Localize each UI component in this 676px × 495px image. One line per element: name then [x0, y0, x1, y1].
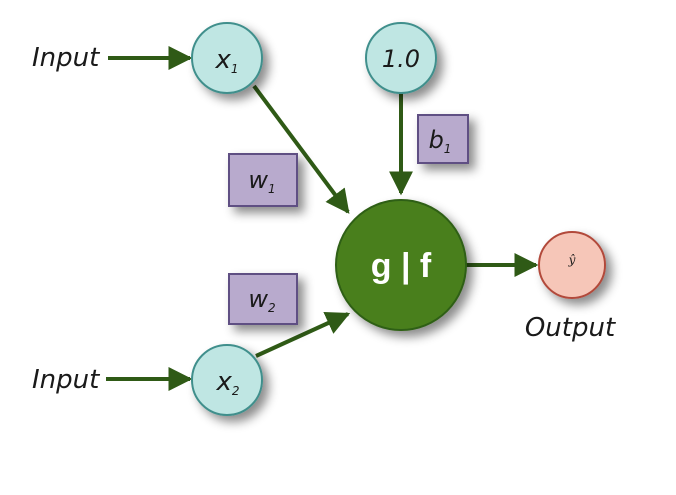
input-node-x2: x2	[191, 344, 263, 416]
connections	[106, 46, 539, 391]
w1-main: w	[248, 166, 268, 194]
bias-node-label: 1.0	[382, 45, 420, 73]
weight-box-w2: w2	[228, 273, 298, 325]
w1-subscript: 1	[268, 182, 276, 196]
arrow-x1-to-core	[252, 84, 350, 214]
weight-box-b1: b1	[417, 114, 469, 164]
x2-main: x	[215, 367, 232, 397]
output-label: Output	[525, 313, 616, 343]
b1-subscript: 1	[444, 142, 452, 156]
svg-text:x2: x2	[215, 367, 239, 398]
input-node-x1: x1	[191, 22, 263, 94]
activation-node: g | f	[335, 199, 467, 331]
activation-node-label: g | f	[371, 247, 432, 285]
w2-subscript: 2	[268, 301, 276, 315]
bias-node: 1.0	[365, 22, 437, 94]
x1-main: x	[214, 45, 231, 75]
svg-text:w2: w2	[248, 285, 275, 315]
input-label-bottom: Input	[32, 365, 100, 395]
arrow-x2-to-core	[255, 312, 351, 358]
w2-main: w	[248, 285, 268, 313]
x1-subscript: 1	[231, 62, 239, 76]
b1-main: b	[429, 126, 444, 154]
weight-box-w1: w1	[228, 153, 298, 207]
output-node: ŷ	[538, 231, 606, 299]
svg-text:w1: w1	[248, 166, 275, 196]
input-label-top: Input	[32, 43, 100, 73]
svg-text:x1: x1	[214, 45, 238, 76]
output-node-label: ŷ	[568, 253, 576, 267]
x2-subscript: 2	[232, 384, 240, 398]
svg-text:b1: b1	[429, 126, 452, 156]
